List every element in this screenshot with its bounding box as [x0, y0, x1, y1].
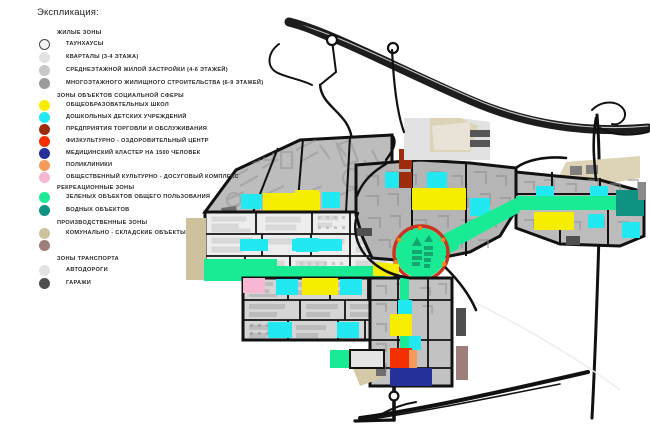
legend-group-heading-social: ЗОНЫ ОБЪЕКТОВ СОЦИАЛЬНОЙ СФЕРЫ [57, 93, 185, 99]
district-north-central [404, 118, 490, 160]
legend-label: ВОДНЫХ ОБЪЕКТОВ [66, 207, 130, 214]
zone-warehouse-strip [186, 218, 206, 280]
legend-label: МЕДИЦИНСКИЙ КЛАСТЕР НА 1500 ЧЕЛОВЕК [66, 150, 201, 157]
swatch-kindergarten-icon [39, 112, 50, 123]
district-central [354, 149, 518, 264]
legend-label: МНОГОЭТАЖНОГО ЖИЛИЩНОГО СТРОИТЕЛЬСТВА (6… [66, 80, 264, 87]
swatch-quarters-icon [39, 52, 50, 63]
district-east [514, 170, 646, 248]
parcel-green-small-southwest [330, 349, 385, 369]
swatch-water-icon [39, 205, 50, 216]
legend-label: ФИЗКУЛЬТУРНО - ОЗДОРОВИТЕЛЬНЫЙ ЦЕНТР [66, 138, 209, 145]
swatch-school-icon [39, 100, 50, 111]
parcel-medical [390, 368, 432, 386]
legend-label: ТАУНХАУСЫ [66, 41, 104, 48]
swatch-retail-icon [39, 124, 50, 135]
swatch-midrise-icon [39, 65, 50, 76]
legend-label: ЗЕЛЕНЫХ ОБЪЕКТОВ ОБЩЕГО ПОЛЬЗОВАНИЯ [66, 194, 211, 201]
legend-title: Экспликация: [37, 7, 99, 18]
parcel-clinic [409, 350, 417, 372]
district-south-spine [352, 276, 468, 388]
boundary-line-faint [469, 299, 621, 391]
swatch-culture-icon [39, 172, 50, 183]
legend-group-heading-transport: ЗОНЫ ТРАНСПОРТА [57, 256, 120, 262]
swatch-sport-icon [39, 136, 50, 147]
legend-group-heading-residential: ЖИЛЫЕ ЗОНЫ [57, 30, 102, 36]
legend-label: ПРЕДПРИЯТИЯ ТОРГОВЛИ И ОБСЛУЖИВАНИЯ [66, 126, 208, 133]
swatch-road-icon [39, 265, 50, 276]
district-southwest-rows [241, 276, 397, 342]
legend-label: ОБЩЕСТВЕННЫЙ КУЛЬТУРНО - ДОСУГОВЫЙ КОМПЛ… [66, 174, 239, 181]
legend-label: КВАРТАЛЫ (3-4 ЭТАЖА) [66, 54, 139, 61]
parcel-kindergarten [241, 194, 262, 209]
swatch-utility-icon [39, 240, 50, 251]
parcel-utility [456, 346, 468, 380]
legend-label: ГАРАЖИ [66, 280, 92, 287]
legend-label: ПОЛИКЛИНИКИ [66, 162, 113, 169]
legend-group-heading-industrial: ПРОИЗВОДСТВЕННЫЕ ЗОНЫ [57, 220, 148, 226]
swatch-townhouses-icon [39, 39, 50, 50]
parcel-school [263, 193, 301, 212]
legend-label: ДОШКОЛЬНЫХ ДЕТСКИХ УЧРЕЖДЕНИЙ [66, 114, 187, 121]
swatch-highrise-icon [39, 78, 50, 89]
legend-label: ОБЩЕОБРАЗОВАТЕЛЬНЫХ ШКОЛ [66, 102, 170, 109]
legend-panel: Экспликация: ЖИЛЫЕ ЗОНЫ ТАУНХАУСЫ КВАРТА… [0, 0, 286, 436]
legend-label: АВТОДОРОГИ [66, 267, 108, 274]
swatch-green-icon [39, 192, 50, 203]
parcel-sport [390, 348, 412, 368]
swatch-medical-icon [39, 148, 50, 159]
road-network-foreground [354, 48, 598, 312]
legend-group-heading-recreational: РЕКРЕАЦИОННЫЕ ЗОНЫ [57, 185, 135, 191]
swatch-warehouse-icon [39, 228, 50, 239]
swatch-garage-icon [39, 278, 50, 289]
zone-green-east [516, 196, 616, 210]
swatch-clinic-icon [39, 160, 50, 171]
legend-label: КОМУНАЛЬНО - СКЛАДСКИЕ ОБЪЕКТЫ [66, 230, 186, 237]
parcel-culture [243, 278, 265, 293]
legend-label: СРЕДНЕЭТАЖНОЙ ЖИЛОЙ ЗАСТРОЙКИ (4-6 ЭТАЖЕ… [66, 67, 228, 74]
